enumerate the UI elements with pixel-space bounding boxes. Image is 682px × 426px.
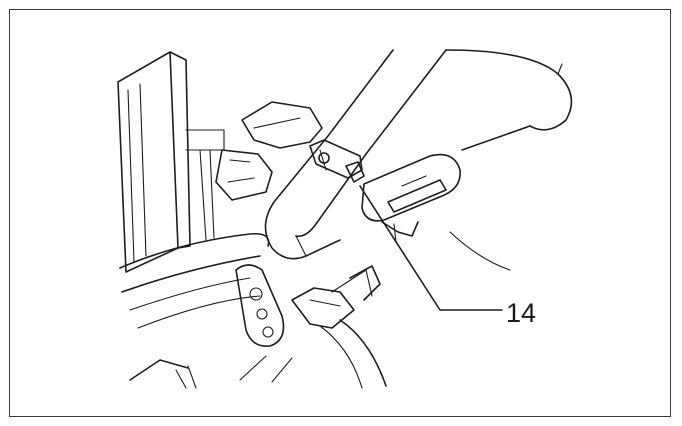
bail-lever [361,153,461,243]
handle-clip [309,139,365,183]
grass-catcher-box [117,51,225,273]
diagram-frame: 14 [9,9,671,417]
lower-frame-lines [239,231,511,389]
handle-tubes [264,49,573,260]
callout-14-leader [359,185,503,311]
mower-body [119,101,323,389]
handle-bracket [235,264,381,347]
callout-14-label: 14 [506,298,536,328]
mower-handle-illustration: 14 [117,49,573,389]
